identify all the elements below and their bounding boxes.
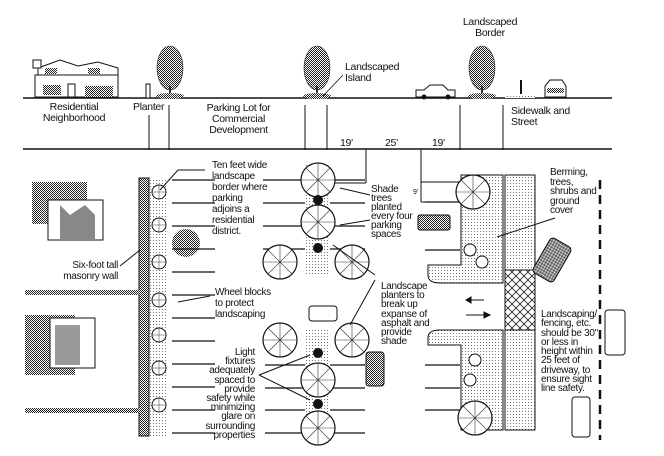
- planter-elevation: [145, 83, 151, 99]
- house-elevation: [32, 59, 119, 98]
- tree-elevation: [302, 45, 332, 100]
- car-plan: [308, 305, 338, 322]
- car-elevation: [415, 84, 456, 100]
- callout-ten-feet-border: Ten feet wide landscape border where par…: [212, 160, 268, 237]
- shrub-cluster: [172, 229, 200, 257]
- house-plan: [25, 315, 96, 375]
- stall-lines-left: [172, 179, 215, 434]
- callout-masonry-wall: Six-foot tall masonry wall: [52, 260, 118, 282]
- dimension-stall-left: 19': [340, 137, 353, 149]
- stall-lines-center: [263, 179, 365, 434]
- label-residential-neighborhood: Residential Neighborhood: [42, 101, 106, 124]
- car-plan: [571, 396, 591, 438]
- label-planter: Planter: [133, 101, 165, 113]
- callout-light-fixtures: Light fixtures adequately spaced to prov…: [205, 347, 255, 441]
- label-landscaped-island: Landscaped Island: [345, 61, 400, 84]
- upper-island: [262, 162, 370, 280]
- label-parking-lot: Parking Lot for Commercial Development: [206, 102, 271, 136]
- property-wall: [25, 290, 140, 295]
- dimension-stall-width: 9': [413, 189, 418, 196]
- driveway-crossing: [504, 269, 536, 331]
- label-sidewalk-street: Sidewalk and Street: [511, 105, 570, 128]
- car-plan: [532, 237, 572, 283]
- sidewalk: [504, 174, 536, 271]
- stall-lines-right: [425, 201, 460, 411]
- callout-wheel-blocks: Wheel blocks to protect landscaping: [215, 287, 271, 320]
- car-plan: [417, 214, 451, 231]
- callout-berming: Berming, trees, shrubs and ground cover: [550, 167, 597, 216]
- car-plan: [365, 351, 385, 387]
- leader-lines: [119, 169, 556, 401]
- dimension-aisle: 25': [385, 137, 398, 149]
- lower-island: [262, 322, 370, 446]
- elevation-view: [23, 45, 612, 150]
- car-plan: [604, 309, 626, 356]
- zone-dividers: [148, 105, 504, 150]
- callout-shade-trees: Shade trees planted every four parking s…: [371, 184, 413, 240]
- tree-elevation: [467, 45, 497, 100]
- label-landscaped-border: Landscaped Border: [462, 16, 518, 39]
- callout-sight-line-safety: Landscaping/ fencing, etc. should be 30"…: [541, 309, 598, 395]
- house-plan: [32, 182, 104, 241]
- right-island-lower: [427, 329, 504, 436]
- callout-landscape-planters: Landscape planters to break up expanse o…: [381, 281, 430, 348]
- masonry-wall: [138, 177, 150, 437]
- dimension-lines: [330, 149, 460, 203]
- plan-view: [25, 149, 626, 446]
- property-wall: [25, 408, 140, 413]
- car-elevation: [544, 79, 567, 98]
- traffic-arrows: [465, 296, 492, 319]
- tree-elevation: [155, 45, 185, 100]
- right-island-upper: [427, 174, 504, 284]
- dimension-stall-right: 19': [432, 137, 445, 149]
- sidewalk: [504, 329, 536, 431]
